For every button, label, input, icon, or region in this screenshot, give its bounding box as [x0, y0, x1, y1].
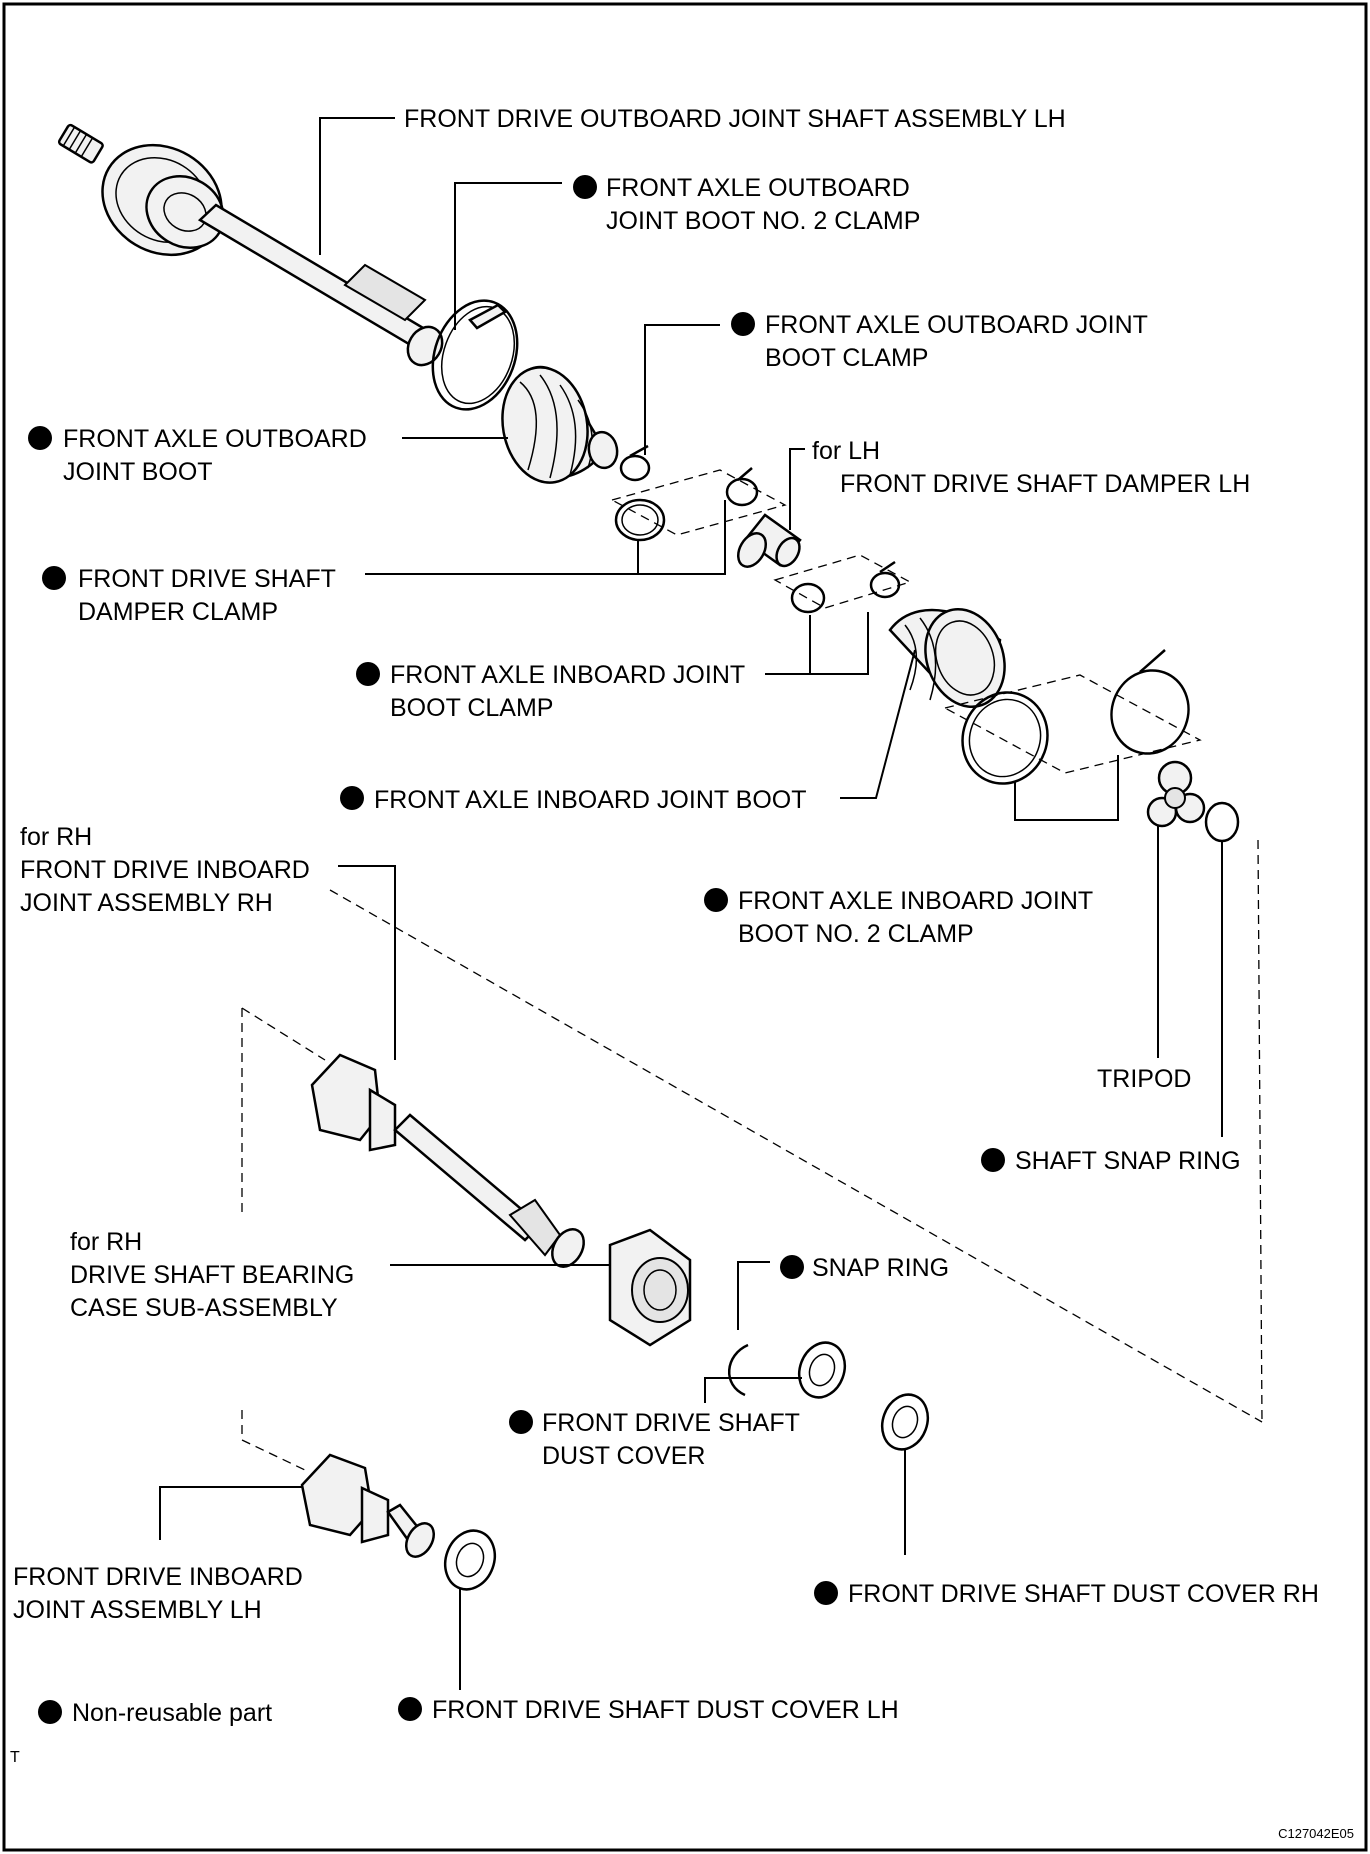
non-reusable-dot — [340, 786, 364, 810]
non-reusable-dot — [398, 1697, 422, 1721]
non-reusable-dot — [731, 312, 755, 336]
inboard-joint-lh-illustration — [300, 1453, 435, 1558]
leader-lines — [159, 117, 1223, 1690]
inboard-joint-rh-illustration — [310, 1053, 585, 1268]
label-damper-lh-line2: FRONT DRIVE SHAFT DAMPER LH — [840, 470, 1250, 498]
non-reusable-dot — [356, 662, 380, 686]
inboard-joint-boot-illustration — [888, 608, 1006, 708]
figure-code: C127042E05 — [1278, 1826, 1354, 1841]
snap-ring-illustration — [727, 1343, 749, 1397]
inboard-boot-no2-clamp-illustration — [961, 649, 1190, 785]
shaft-snap-ring-illustration — [1204, 801, 1240, 843]
label-snap-ring: SNAP RING — [812, 1254, 949, 1282]
damper-clamp-illustration — [614, 467, 759, 542]
label-shaft-snap-ring: SHAFT SNAP RING — [1015, 1147, 1241, 1175]
label-bearing-case-line2: DRIVE SHAFT BEARING — [70, 1261, 354, 1289]
corner-mark: T — [10, 1749, 20, 1766]
non-reusable-dot — [42, 566, 66, 590]
label-inboard-boot-no2-clamp-line2: BOOT NO. 2 CLAMP — [738, 920, 974, 948]
label-inboard-joint-rh-line3: JOINT ASSEMBLY RH — [20, 889, 273, 917]
label-dust-cover-rh: FRONT DRIVE SHAFT DUST COVER RH — [848, 1580, 1319, 1608]
outboard-joint-shaft-illustration — [57, 123, 444, 367]
label-outboard-boot-line1: FRONT AXLE OUTBOARD — [63, 425, 367, 453]
label-bearing-case-line1: for RH — [70, 1228, 142, 1256]
label-damper-clamp-line2: DAMPER CLAMP — [78, 598, 278, 626]
labels: FRONT DRIVE OUTBOARD JOINT SHAFT ASSEMBL… — [10, 105, 1354, 1841]
outboard-joint-boot-illustration — [501, 365, 619, 484]
label-outboard-boot-no2-clamp-line2: JOINT BOOT NO. 2 CLAMP — [606, 207, 920, 235]
non-reusable-dot — [509, 1410, 533, 1434]
outboard-boot-no2-clamp-illustration — [431, 299, 519, 411]
non-reusable-dot — [814, 1581, 838, 1605]
non-reusable-dot — [780, 1255, 804, 1279]
label-outboard-boot-no2-clamp-line1: FRONT AXLE OUTBOARD — [606, 174, 910, 202]
label-inboard-joint-rh-line2: FRONT DRIVE INBOARD — [20, 856, 310, 884]
non-reusable-dot — [981, 1148, 1005, 1172]
label-dust-cover-lh: FRONT DRIVE SHAFT DUST COVER LH — [432, 1696, 899, 1724]
label-outboard-boot-clamp-line2: BOOT CLAMP — [765, 344, 928, 372]
label-tripod: TRIPOD — [1097, 1065, 1191, 1093]
label-outboard-boot-clamp-line1: FRONT AXLE OUTBOARD JOINT — [765, 311, 1148, 339]
dust-cover-rh-illustration — [880, 1393, 930, 1451]
bearing-case-illustration — [608, 1228, 692, 1347]
non-reusable-dot — [704, 888, 728, 912]
label-damper-clamp-line1: FRONT DRIVE SHAFT — [78, 565, 336, 593]
non-reusable-dot — [28, 426, 52, 450]
label-outboard-joint-shaft: FRONT DRIVE OUTBOARD JOINT SHAFT ASSEMBL… — [404, 105, 1066, 133]
dust-cover-illustration — [797, 1341, 847, 1399]
label-inboard-boot-no2-clamp-line1: FRONT AXLE INBOARD JOINT — [738, 887, 1093, 915]
non-reusable-markers — [28, 175, 1005, 1724]
label-outboard-boot-line2: JOINT BOOT — [63, 458, 213, 486]
label-inboard-boot-clamp-line1: FRONT AXLE INBOARD JOINT — [390, 661, 745, 689]
inboard-boot-clamp-illustration — [790, 560, 901, 614]
label-inboard-joint-rh-line1: for RH — [20, 823, 92, 851]
legend-non-reusable: Non-reusable part — [72, 1699, 272, 1727]
label-inboard-joint-lh-line2: JOINT ASSEMBLY LH — [13, 1596, 262, 1624]
shaft-damper-lh-illustration — [737, 513, 802, 568]
dust-cover-lh-illustration — [443, 1529, 497, 1591]
tripod-illustration — [1146, 760, 1206, 828]
label-dust-cover-line2: DUST COVER — [542, 1442, 705, 1470]
label-bearing-case-line3: CASE SUB-ASSEMBLY — [70, 1294, 338, 1322]
label-dust-cover-line1: FRONT DRIVE SHAFT — [542, 1409, 800, 1437]
non-reusable-dot — [573, 175, 597, 199]
label-damper-lh-line1: for LH — [812, 437, 880, 465]
non-reusable-dot — [38, 1700, 62, 1724]
label-inboard-joint-lh-line1: FRONT DRIVE INBOARD — [13, 1563, 303, 1591]
label-inboard-boot: FRONT AXLE INBOARD JOINT BOOT — [374, 786, 806, 814]
alignment-dashes — [241, 469, 1263, 1471]
label-inboard-boot-clamp-line2: BOOT CLAMP — [390, 694, 553, 722]
